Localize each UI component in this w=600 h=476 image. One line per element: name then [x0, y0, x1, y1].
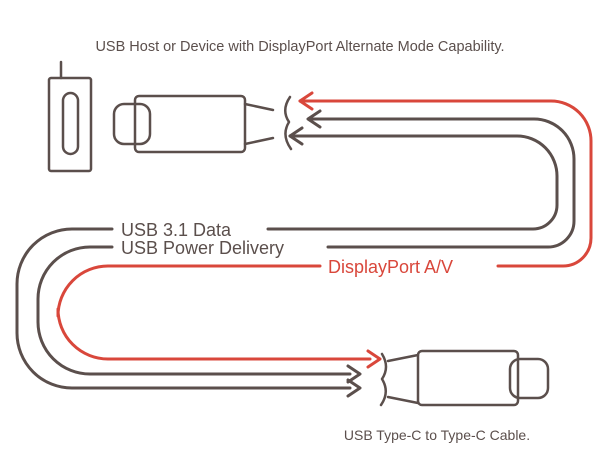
displayport-line — [56, 99, 593, 361]
arrow-icon — [346, 349, 382, 398]
usb-c-port-icon — [47, 60, 93, 173]
arrow-icon — [288, 91, 322, 146]
usb-data-line — [15, 134, 559, 390]
header-label: USB Host or Device with DisplayPort Alte… — [95, 39, 504, 55]
usb-data-label: USB 3.1 Data — [121, 220, 232, 240]
usb-power-line — [36, 117, 576, 376]
displayport-label: DisplayPort A/V — [328, 257, 453, 277]
usb-power-label: USB Power Delivery — [121, 238, 284, 258]
usb-c-plug-icon — [379, 349, 550, 407]
footer-label: USB Type-C to Type-C Cable. — [344, 427, 530, 443]
usb-c-plug-icon — [112, 94, 293, 154]
